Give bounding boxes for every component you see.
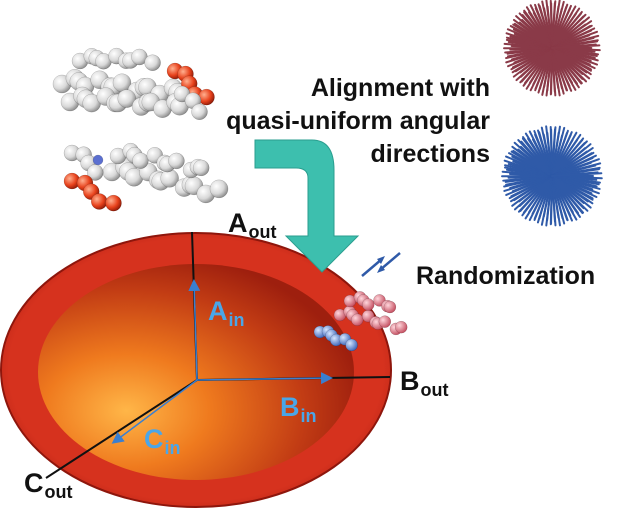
- atom: [350, 313, 364, 327]
- atom: [209, 179, 229, 199]
- bound-lipid-molecule-icon: [313, 291, 408, 352]
- atom: [192, 159, 210, 177]
- atom: [132, 152, 149, 169]
- axis-label-b-in: Bin: [280, 392, 317, 426]
- axis-label-c-in: Cin: [144, 424, 181, 458]
- atom: [92, 154, 104, 166]
- axis-label-b-out: Bout: [400, 366, 449, 400]
- atom: [345, 338, 358, 352]
- sunburst-ray: [551, 172, 603, 177]
- axis-lines: [45, 231, 391, 479]
- flow-arrow-icon: [254, 139, 360, 273]
- atom: [394, 320, 408, 334]
- atom: [383, 300, 397, 314]
- axis-label-a-in: Ain: [208, 296, 245, 330]
- lipid-molecule-icon: [52, 47, 215, 121]
- atom: [361, 298, 375, 311]
- equilibrium-arrows-icon: [361, 252, 401, 277]
- sunburst-icon: [503, 0, 601, 97]
- alignment-caption: Alignment with quasi-uniform angular dir…: [226, 72, 490, 171]
- caption-line-2: quasi-uniform angular: [226, 107, 490, 135]
- atom: [378, 315, 392, 328]
- atom: [90, 193, 108, 210]
- axis-label-c-out: Cout: [24, 468, 73, 502]
- caption-line-3: directions: [370, 140, 490, 168]
- axis-label-a-out: Aout: [228, 208, 277, 242]
- atom: [168, 152, 185, 170]
- atom: [144, 54, 161, 71]
- atom: [86, 164, 104, 181]
- atom: [117, 89, 137, 108]
- atom: [105, 194, 122, 212]
- sunburst-ray: [551, 44, 601, 49]
- lipid-molecule-icon: [63, 142, 229, 212]
- randomization-label: Randomization: [416, 262, 596, 290]
- atom: [191, 103, 208, 121]
- caption-line-1: Alignment with: [310, 74, 490, 102]
- sunburst-icon: [501, 125, 603, 227]
